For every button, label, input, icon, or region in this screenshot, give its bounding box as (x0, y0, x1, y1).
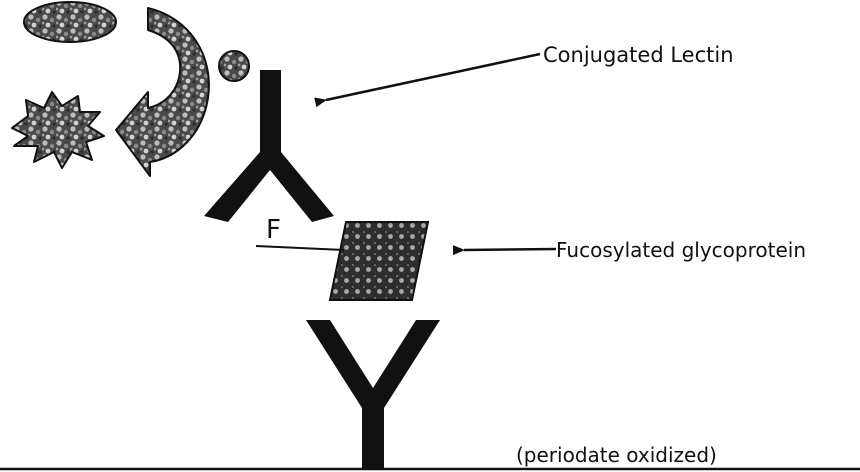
mottled-ellipse-icon (24, 2, 116, 42)
lectin-label-arrow (326, 54, 540, 100)
glycoprotein-label-arrow (464, 249, 556, 250)
starburst-icon (12, 92, 104, 168)
small-dot-icon (219, 51, 249, 81)
capture-antibody-shape (306, 320, 440, 470)
periodate-oxidized-label: (periodate oxidized) (516, 443, 717, 467)
fucosylated-glycoprotein-label: Fucosylated glycoprotein (556, 238, 806, 262)
glycoprotein-parallelogram (330, 222, 428, 300)
conjugated-lectin-shape (204, 70, 334, 222)
fucose-link-line (256, 246, 344, 250)
curved-arrow-icon (116, 8, 209, 176)
fucose-marker-label: F (266, 215, 281, 245)
conjugated-lectin-label: Conjugated Lectin (543, 43, 734, 67)
